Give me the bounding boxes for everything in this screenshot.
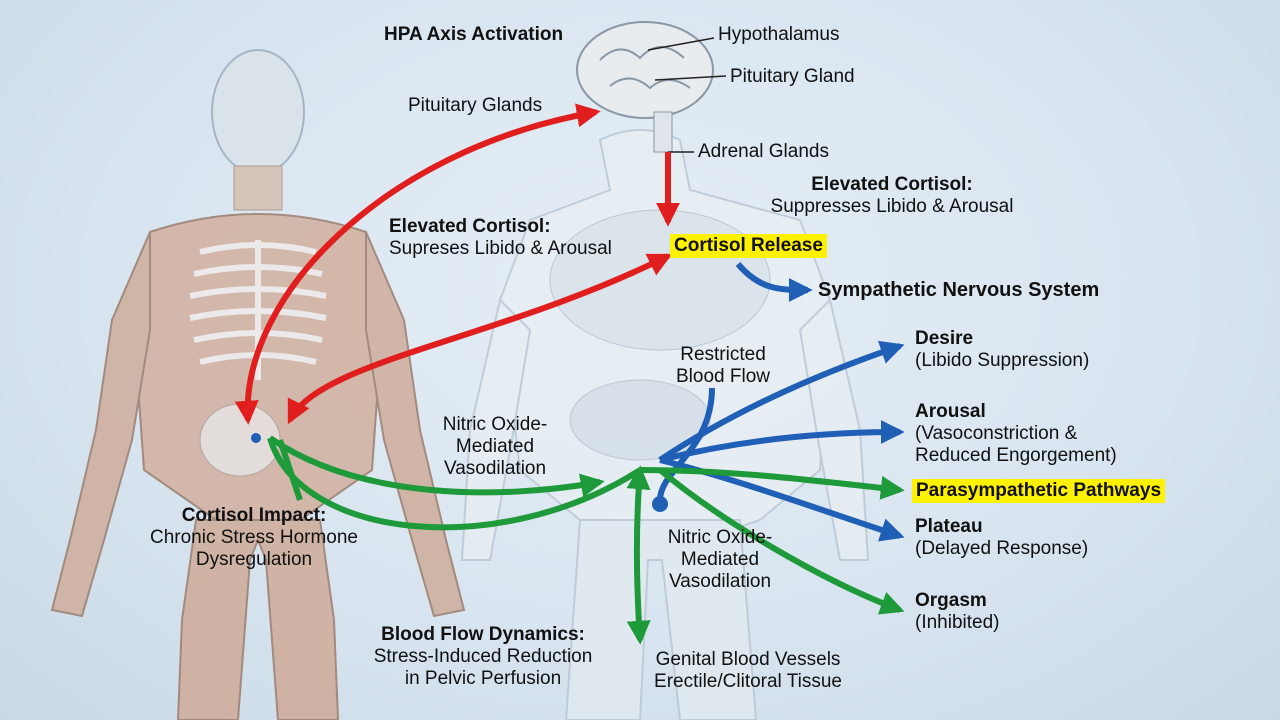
- genital-label: Genital Blood Vessels Erectile/Clitoral …: [638, 649, 858, 693]
- flow-title: Blood Flow Dynamics:: [381, 624, 585, 645]
- cortisol-release-label: Cortisol Release: [670, 234, 827, 258]
- restricted-line-2: Blood Flow: [676, 366, 770, 387]
- plateau-title: Plateau: [915, 516, 983, 537]
- arousal-sub-1: (Vasoconstriction &: [915, 423, 1078, 444]
- sympathetic-label: Sympathetic Nervous System: [818, 279, 1100, 301]
- no-right-line-2: Mediated: [680, 549, 760, 570]
- flow-sub-2: in Pelvic Perfusion: [404, 668, 562, 689]
- no-left-line-1: Nitric Oxide-: [442, 414, 548, 435]
- orgasm-label: Orgasm (Inhibited): [915, 590, 1000, 634]
- genital-line-2: Erectile/Clitoral Tissue: [654, 671, 842, 692]
- brain-icon: [576, 21, 714, 153]
- elevated-cortisol-right-sub: Suppresses Libido & Arousal: [770, 196, 1014, 217]
- red-arrows: [234, 103, 680, 425]
- no-left-line-3: Vasodilation: [443, 458, 547, 479]
- nitric-oxide-left-label: Nitric Oxide- Mediated Vasodilation: [440, 414, 550, 480]
- pointer-lines: [647, 37, 727, 153]
- plateau-label: Plateau (Delayed Response): [915, 516, 1088, 560]
- green-arrows: [251, 433, 905, 645]
- blood-flow-dynamics-label: Blood Flow Dynamics: Stress-Induced Redu…: [358, 624, 608, 690]
- hpa-axis-label: HPA Axis Activation: [384, 24, 564, 45]
- no-right-line-1: Nitric Oxide-: [667, 527, 773, 548]
- cortisol-impact-label: Cortisol Impact: Chronic Stress Hormone …: [134, 505, 374, 571]
- blue-arrows: [652, 262, 905, 542]
- desire-label: Desire (Libido Suppression): [915, 328, 1089, 372]
- orgasm-sub: (Inhibited): [915, 612, 1000, 633]
- parasympathetic-label: Parasympathetic Pathways: [912, 479, 1166, 503]
- orgasm-title: Orgasm: [915, 590, 987, 611]
- no-right-line-3: Vasodilation: [668, 571, 772, 592]
- impact-sub-2: Dysregulation: [195, 549, 313, 570]
- impact-sub-1: Chronic Stress Hormone: [149, 527, 359, 548]
- arousal-sub-2: Reduced Engorgement): [915, 445, 1117, 466]
- elevated-cortisol-left: Elevated Cortisol: Supreses Libido & Aro…: [389, 216, 612, 260]
- pituitary-gland-label: Pituitary Gland: [730, 66, 855, 87]
- elevated-cortisol-right: Elevated Cortisol: Suppresses Libido & A…: [762, 174, 1022, 218]
- pituitary-glands-label: Pituitary Glands: [408, 95, 543, 116]
- flow-sub-1: Stress-Induced Reduction: [373, 646, 593, 667]
- restricted-line-1: Restricted: [680, 344, 766, 365]
- impact-title: Cortisol Impact:: [181, 505, 327, 526]
- elevated-cortisol-right-title: Elevated Cortisol:: [811, 174, 973, 195]
- elevated-cortisol-left-sub: Supreses Libido & Arousal: [389, 238, 612, 259]
- left-body-figure: [50, 49, 466, 720]
- restricted-blood-flow-label: Restricted Blood Flow: [668, 344, 778, 388]
- arousal-title: Arousal: [915, 401, 986, 422]
- genital-line-1: Genital Blood Vessels: [655, 649, 841, 670]
- desire-title: Desire: [915, 328, 974, 349]
- no-left-line-2: Mediated: [455, 436, 535, 457]
- desire-sub: (Libido Suppression): [915, 350, 1090, 371]
- hypothalamus-label: Hypothalamus: [718, 24, 840, 45]
- plateau-sub: (Delayed Response): [915, 538, 1089, 559]
- nitric-oxide-right-label: Nitric Oxide- Mediated Vasodilation: [660, 527, 780, 593]
- adrenal-glands-label: Adrenal Glands: [698, 141, 829, 162]
- elevated-cortisol-left-title: Elevated Cortisol:: [389, 216, 551, 237]
- arousal-label: Arousal (Vasoconstriction & Reduced Engo…: [915, 401, 1117, 467]
